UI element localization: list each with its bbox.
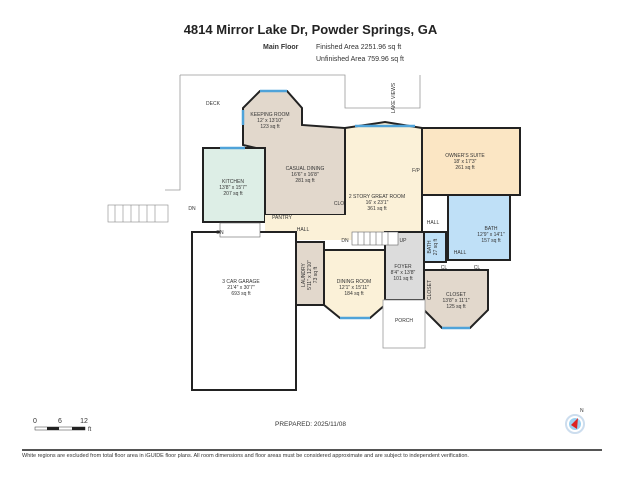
stair-dn-label: DN xyxy=(188,206,196,212)
porch-label: PORCH xyxy=(395,318,413,324)
stair-dn-label: DN xyxy=(341,238,349,244)
room-bath xyxy=(447,194,511,261)
finished-area: Finished Area 2251.96 sq ft xyxy=(316,44,402,51)
porch xyxy=(382,299,426,349)
deck-outline xyxy=(165,74,421,191)
clo-label: CLO xyxy=(334,201,344,207)
prepared-date: PREPARED: 2025/11/08 xyxy=(275,421,346,428)
pantry-label: PANTRY xyxy=(272,215,292,221)
stair-dn-label: DN xyxy=(216,230,224,236)
bath-small-label: BATH27 sq ft xyxy=(427,238,439,255)
hall-label: HALL xyxy=(427,220,440,226)
compass-icon: N xyxy=(565,408,585,434)
lake-views-label: LAKE VIEWS xyxy=(391,82,397,113)
closet-label: CLOSET xyxy=(427,280,433,300)
deck-label: DECK xyxy=(206,101,221,107)
room-laundry xyxy=(295,241,325,306)
exterior-stairs xyxy=(107,204,169,223)
page-title: 4814 Mirror Lake Dr, Powder Springs, GA xyxy=(183,22,438,37)
footer-disclaimer: White regions are excluded from total fl… xyxy=(22,453,469,459)
closet-label: CL xyxy=(474,265,481,271)
windows xyxy=(220,89,470,330)
laundry-label: LAUNDRY5'11" x 12'10"73 sq ft xyxy=(301,260,319,290)
svg-text:12: 12 xyxy=(80,418,88,425)
svg-text:ft: ft xyxy=(88,427,92,433)
svg-text:0: 0 xyxy=(33,418,37,425)
fireplace-label: F/P xyxy=(412,168,420,174)
hall-label: HALL xyxy=(297,227,310,233)
room-garage xyxy=(191,231,297,391)
floor-label: Main Floor xyxy=(263,44,299,51)
svg-text:6: 6 xyxy=(58,418,62,425)
interior-stairs xyxy=(219,222,399,246)
svg-text:N: N xyxy=(580,408,584,414)
hall-label: HALL xyxy=(454,250,467,256)
scale-bar: 0 6 12 ft xyxy=(33,418,92,433)
closet-label: CL xyxy=(441,265,448,271)
unfinished-area: Unfinished Area 759.96 sq ft xyxy=(316,56,404,63)
stair-up-label: UP xyxy=(400,238,408,244)
divider xyxy=(22,449,602,451)
room-kitchen xyxy=(202,147,266,223)
